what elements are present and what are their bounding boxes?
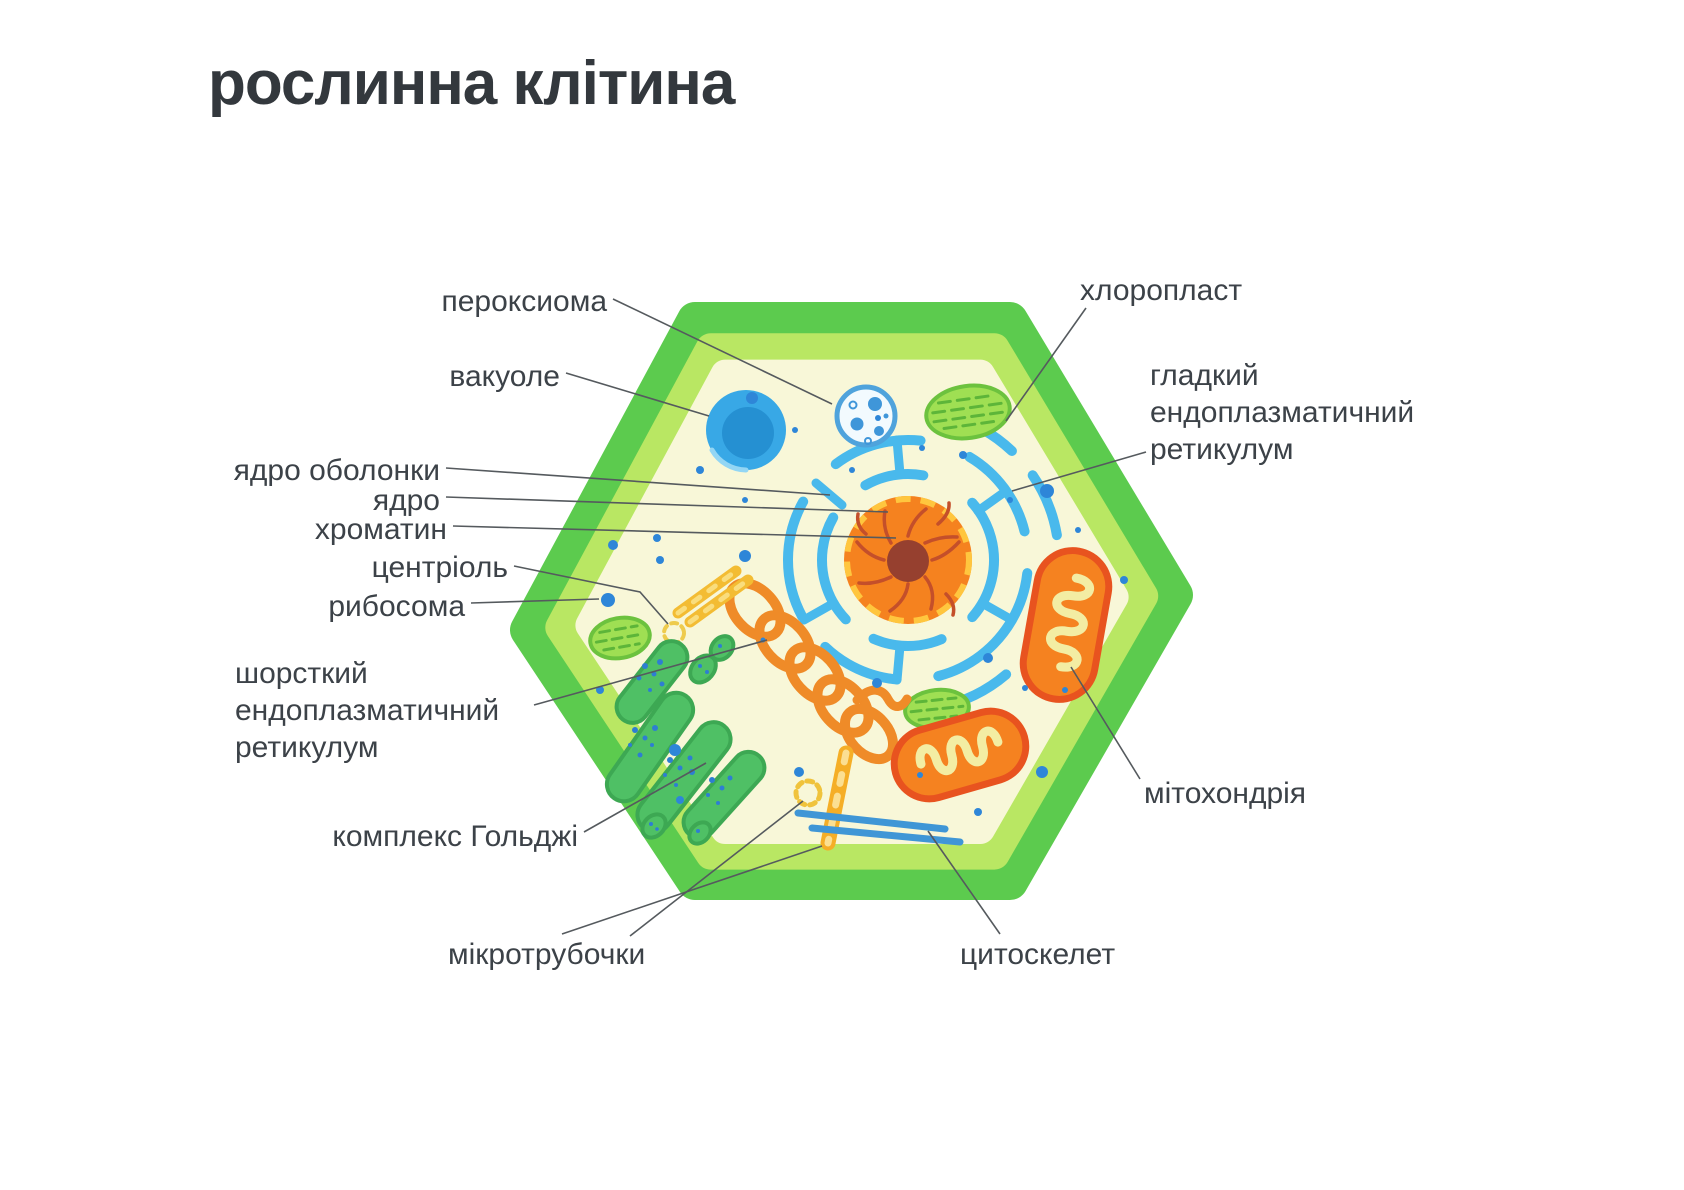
leader-cytoskeleton — [927, 830, 1001, 935]
leader-microtubules-2 — [629, 800, 804, 937]
chromatin — [855, 501, 961, 617]
vacuole — [706, 390, 786, 473]
label-smooth-er: гладкий ендоплазматичний ретикулум — [1150, 359, 1415, 466]
label-mitochondria: мітохондрія — [1144, 777, 1307, 810]
nuclear-envelope-ring — [844, 496, 972, 624]
mitochondrion-right — [1019, 547, 1113, 703]
label-ribosome: рибосома — [328, 590, 465, 623]
label-centriole: центріоль — [371, 551, 508, 584]
centriole — [662, 565, 754, 645]
leader-ribosome — [470, 598, 600, 604]
page-title: рослинна клітина — [208, 49, 735, 118]
mitochondrion-lower — [890, 707, 1030, 803]
nucleolus — [887, 540, 929, 582]
chloroplast-top — [924, 383, 1012, 441]
leader-centriole — [513, 565, 669, 625]
label-microtubules: мікротрубочки — [448, 938, 646, 971]
ribosomes — [596, 392, 1128, 816]
leader-peroxisome — [612, 298, 833, 405]
leader-microtubules-1 — [561, 845, 823, 935]
label-rough-er: шорсткий ендоплазматичний ретикулум — [235, 657, 500, 764]
er-rungs — [799, 435, 1017, 685]
leader-golgi — [583, 762, 707, 833]
label-nuclear-envelope: ядро оболонки — [233, 454, 440, 487]
rough-er — [724, 578, 912, 765]
label-chromatin: хроматин — [314, 513, 447, 546]
leader-nuclear-envelope — [445, 467, 831, 496]
label-peroxisome: пероксиома — [441, 285, 607, 318]
label-golgi: комплекс Гольджі — [332, 820, 578, 853]
leader-chloroplast — [1005, 307, 1087, 422]
leader-nucleus — [445, 496, 889, 513]
label-cytoskeleton: цитоскелет — [960, 938, 1116, 971]
leader-vacuole — [565, 372, 710, 417]
leader-rough-er — [533, 639, 768, 706]
nucleus — [844, 496, 972, 624]
label-vacuole: вакуоле — [449, 360, 560, 393]
label-chloroplast: хлоропласт — [1080, 274, 1243, 307]
leader-smooth-er — [1011, 451, 1147, 492]
label-nucleus: ядро — [372, 484, 440, 517]
chloroplast-left — [588, 615, 652, 661]
leader-mitochondria — [1070, 666, 1141, 780]
leader-chromatin — [452, 525, 897, 539]
leader-lines — [445, 298, 1147, 937]
peroxisome — [834, 384, 898, 448]
cytoskeleton — [794, 809, 964, 846]
